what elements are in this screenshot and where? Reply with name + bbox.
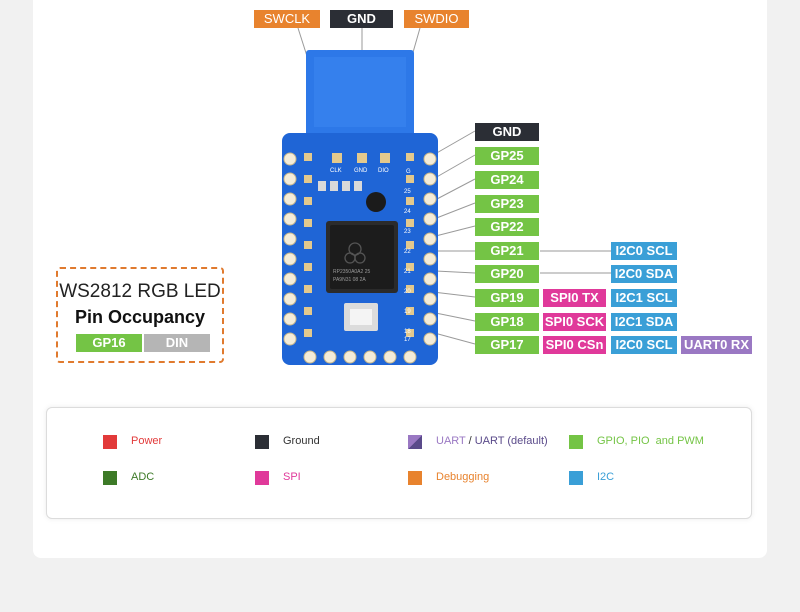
func-spi0-tx: SPI0 TX [543, 289, 606, 307]
legend-debug-label: Debugging [436, 471, 490, 483]
silk-18: 18 [404, 329, 411, 335]
pin-label-gp20: GP20 [475, 265, 539, 283]
pin-occupancy-subtitle: Pin Occupancy [74, 307, 206, 327]
pin-label-gp18: GP18 [475, 313, 539, 331]
legend-gpio-label: GPIO, PIO and PWM [597, 435, 704, 447]
func-i2c1-scl-gp19: I2C1 SCL [611, 289, 677, 307]
adc-swatch [103, 471, 117, 485]
legend-uart-sep: / [465, 435, 475, 447]
pin-label-gnd: GND [475, 123, 539, 141]
legend-ground-label: Ground [283, 435, 320, 447]
pico-board: CLK GND DIO G 25 24 23 22 21 20 19 18 17… [282, 50, 438, 365]
func-i2c1-sda-gp18: I2C1 SDA [611, 313, 677, 331]
pin-label-top-gnd: GND [330, 10, 393, 28]
power-swatch [103, 435, 117, 449]
func-i2c0-scl-gp21: I2C0 SCL [611, 242, 677, 260]
silk-22: 22 [404, 249, 411, 255]
pin-label-swclk: SWCLK [254, 10, 320, 28]
gpio-swatch [569, 435, 583, 449]
func-uart0-rx: UART0 RX [681, 336, 752, 354]
silk-19: 19 [404, 309, 411, 315]
func-i2c0-scl-gp17: I2C0 SCL [611, 336, 677, 354]
func-spi0-sck: SPI0 SCK [543, 313, 606, 331]
func-spi0-csn: SPI0 CSn [543, 336, 606, 354]
i2c-swatch [569, 471, 583, 485]
silk-g: G [406, 169, 411, 175]
ground-swatch [255, 435, 269, 449]
legend-i2c-label: I2C [597, 471, 615, 483]
silk-23: 23 [404, 229, 411, 235]
silk-dio: DIO [378, 168, 389, 174]
pin-label-gp22: GP22 [475, 218, 539, 236]
legend-uart-a: UART [436, 435, 466, 447]
pin-label-gp21: GP21 [475, 242, 539, 260]
ws2812-signal-din: DIN [144, 334, 210, 352]
legend-uart-label: UART / UART (default) [436, 435, 548, 447]
legend-spi-label: SPI [283, 471, 301, 483]
silk-clk: CLK [330, 168, 342, 174]
debug-swatch [408, 471, 422, 485]
pin-label-gp24: GP24 [475, 171, 539, 189]
func-i2c0-sda-gp20: I2C0 SDA [611, 265, 677, 283]
pin-label-gp23: GP23 [475, 195, 539, 213]
silk-24: 24 [404, 209, 411, 215]
legend-uart-b: UART (default) [474, 435, 548, 447]
silk-gnd: GND [354, 168, 368, 174]
legend-power-label: Power [131, 435, 163, 447]
legend: Power Ground UART / UART (default) GPIO,… [46, 407, 752, 519]
chip-marking-1: RP2350A0A2 25 [333, 269, 370, 275]
silk-25: 25 [404, 189, 411, 195]
ws2812-title: WS2812 RGB LED [59, 281, 221, 302]
pin-label-gp25: GP25 [475, 147, 539, 165]
ws2812-info-box: WS2812 RGB LED Pin Occupancy GP16 DIN [56, 267, 224, 363]
ws2812-pin-gp16: GP16 [76, 334, 142, 352]
silk-21: 21 [404, 269, 411, 275]
silk-17: 17 [404, 337, 411, 343]
chip-marking-2: PA9N31 08 2A [333, 277, 366, 283]
uart-swatch [408, 435, 422, 449]
silk-20: 20 [404, 289, 411, 295]
pin-label-gp17: GP17 [475, 336, 539, 354]
pin-label-swdio: SWDIO [404, 10, 469, 28]
spi-swatch [255, 471, 269, 485]
legend-adc-label: ADC [131, 471, 155, 483]
pin-label-gp19: GP19 [475, 289, 539, 307]
